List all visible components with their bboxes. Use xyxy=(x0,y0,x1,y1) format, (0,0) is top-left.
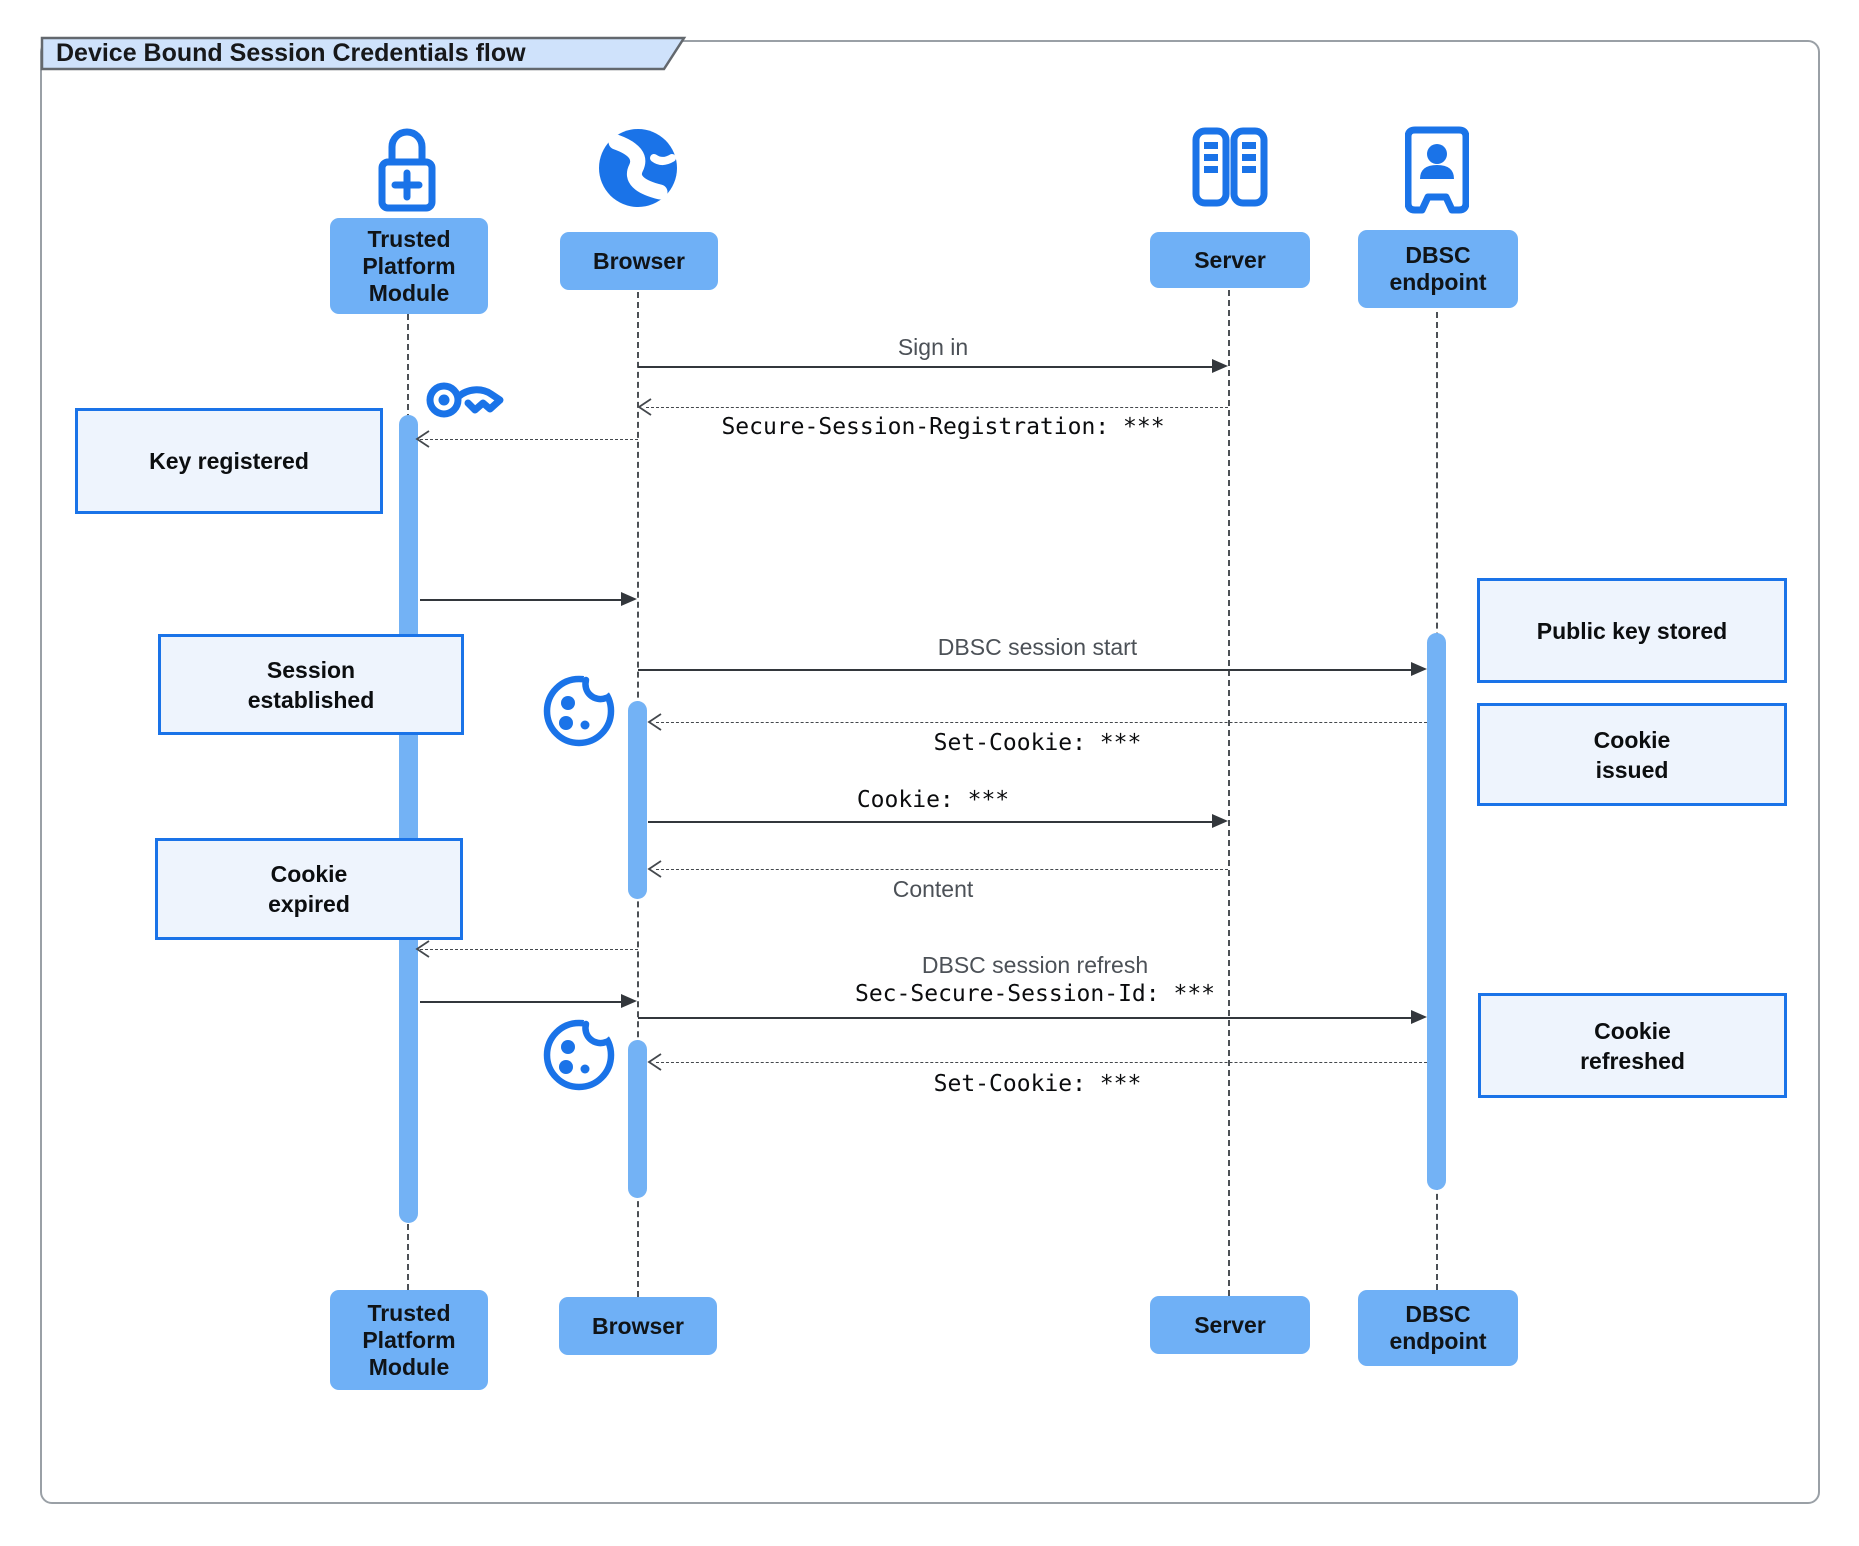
note-text: Cookie issued xyxy=(1593,726,1671,783)
note-key-registered: Key registered xyxy=(75,408,383,514)
participant-label-top-dbsc: DBSC endpoint xyxy=(1358,230,1518,308)
arrowhead-open-icon xyxy=(647,860,662,878)
arrowhead-open-icon xyxy=(647,1053,662,1071)
note-session-established: Session established xyxy=(158,634,464,735)
participant-label-text: Trusted Platform Module xyxy=(362,1299,456,1380)
cookie-icon xyxy=(543,1014,615,1091)
arrowhead-filled-icon xyxy=(621,994,637,1008)
person-booth-icon xyxy=(1405,126,1469,214)
activation-bar-browser-2 xyxy=(628,1040,647,1198)
server-racks-icon xyxy=(1192,127,1268,207)
message-label: Cookie: *** xyxy=(856,787,1010,813)
message-label: Secure-Session-Registration: *** xyxy=(721,414,1165,440)
message-label: Sec-Secure-Session-Id: *** xyxy=(854,981,1216,1007)
message-line xyxy=(656,869,1228,870)
message-line xyxy=(420,439,638,440)
message-label: Set-Cookie: *** xyxy=(933,1071,1142,1097)
note-text: Cookie expired xyxy=(268,861,350,917)
title-tab xyxy=(40,36,687,71)
arrowhead-open-icon xyxy=(637,398,652,416)
message-line xyxy=(420,949,638,950)
participant-label-bottom-browser: Browser xyxy=(559,1297,717,1355)
participant-label-text: DBSC endpoint xyxy=(1389,242,1487,295)
activation-bar-dbsc xyxy=(1427,633,1446,1190)
cookie-icon xyxy=(543,670,615,747)
participant-label-bottom-dbsc: DBSC endpoint xyxy=(1358,1290,1518,1366)
globe-icon xyxy=(599,129,677,207)
participant-label-text: Server xyxy=(1194,1311,1266,1338)
note-cookie-expired: Cookie expired xyxy=(155,838,463,940)
note-public-key-stored: Public key stored xyxy=(1477,578,1787,683)
message-line xyxy=(638,1017,1411,1019)
activation-bar-tpm xyxy=(399,415,418,1223)
arrowhead-filled-icon xyxy=(1411,662,1427,676)
participant-label-bottom-tpm: Trusted Platform Module xyxy=(330,1290,488,1390)
message-line xyxy=(420,1001,622,1003)
note-text: Cookie refreshed xyxy=(1580,1017,1685,1074)
note-text: Session established xyxy=(247,656,375,713)
participant-label-text: Server xyxy=(1194,246,1266,273)
arrowhead-filled-icon xyxy=(621,592,637,606)
message-line xyxy=(646,407,1228,408)
lifeline-server xyxy=(1228,290,1230,1296)
message-label: Set-Cookie: *** xyxy=(933,730,1142,756)
note-cookie-refreshed: Cookie refreshed xyxy=(1478,993,1787,1098)
participant-label-text: Browser xyxy=(592,247,686,274)
activation-bar-browser-1 xyxy=(628,701,647,899)
participant-label-top-tpm: Trusted Platform Module xyxy=(330,218,488,314)
message-line xyxy=(638,669,1411,671)
arrowhead-filled-icon xyxy=(1212,814,1228,828)
participant-label-text: Trusted Platform Module xyxy=(362,225,456,306)
note-text: Public key stored xyxy=(1536,617,1728,644)
message-line xyxy=(656,722,1427,723)
participant-label-text: Browser xyxy=(591,1312,685,1339)
participant-label-top-server: Server xyxy=(1150,232,1310,288)
lock-plus-icon xyxy=(378,128,436,212)
participant-label-bottom-server: Server xyxy=(1150,1296,1310,1354)
message-line xyxy=(656,1062,1427,1063)
arrowhead-filled-icon xyxy=(1212,359,1228,373)
participant-label-top-browser: Browser xyxy=(560,232,718,290)
key-icon xyxy=(426,382,504,418)
message-label: DBSC session refresh xyxy=(921,952,1149,978)
message-line xyxy=(648,821,1212,823)
arrowhead-open-icon xyxy=(647,713,662,731)
arrowhead-open-icon xyxy=(415,430,430,448)
participant-label-text: DBSC endpoint xyxy=(1389,1301,1487,1354)
message-label: Content xyxy=(892,876,974,902)
arrowhead-open-icon xyxy=(415,940,430,958)
diagram-title: Device Bound Session Credentials flow xyxy=(56,39,526,67)
note-cookie-issued: Cookie issued xyxy=(1477,703,1787,806)
message-label: Sign in xyxy=(897,334,969,360)
message-label: DBSC session start xyxy=(937,634,1138,660)
note-text: Key registered xyxy=(149,448,309,474)
arrowhead-filled-icon xyxy=(1411,1010,1427,1024)
message-line xyxy=(420,599,622,601)
message-line xyxy=(638,366,1214,368)
